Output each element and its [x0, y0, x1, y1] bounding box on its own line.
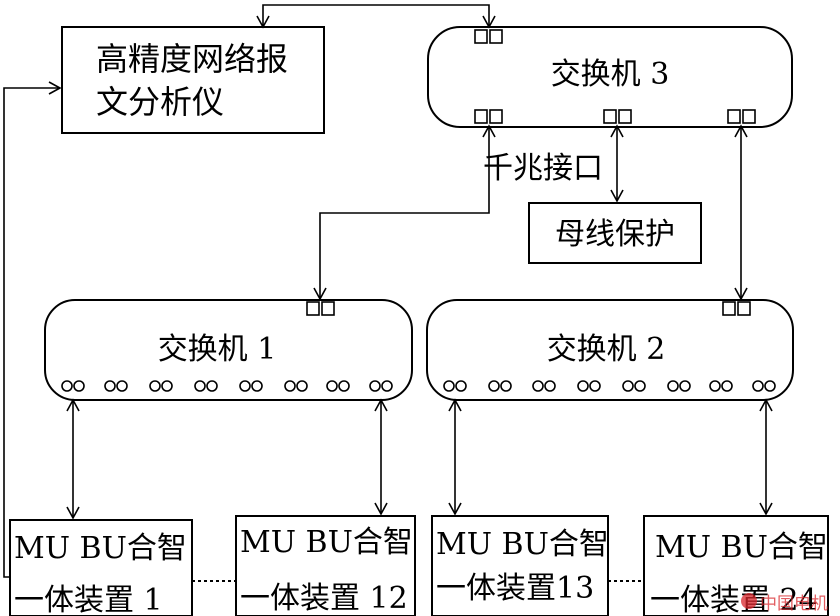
port-icon	[381, 380, 393, 392]
port-icon	[326, 380, 338, 392]
port-icon	[455, 380, 467, 392]
mu-bu-device-24: MU BU合智 一体装置 24	[643, 515, 829, 616]
port-icon	[603, 109, 617, 124]
port-icon	[544, 380, 556, 392]
port-icon	[239, 380, 251, 392]
switch-3-label: 交换机 3	[551, 57, 670, 92]
switch-3: 交换机 3	[427, 26, 793, 128]
switch-2-label: 交换机 2	[547, 332, 666, 367]
port-icon	[488, 380, 500, 392]
port-icon	[618, 109, 632, 124]
port-icon	[206, 380, 218, 392]
switch-1-label: 交换机 1	[158, 332, 277, 367]
port-icon	[577, 380, 589, 392]
switch-2: 交换机 2	[426, 299, 794, 401]
mu-bu-device-12-line2: 一体装置 12	[240, 581, 408, 616]
port-icon	[679, 380, 691, 392]
port-icon	[622, 380, 634, 392]
port-icon	[764, 380, 776, 392]
mu-bu-device-1: MU BU合智 一体装置 1	[9, 519, 193, 616]
port-icon	[251, 380, 263, 392]
network-analyzer: 高精度网络报 文分析仪	[61, 26, 325, 134]
switch-2-ports	[443, 380, 776, 392]
port-icon	[709, 380, 721, 392]
mu-bu-device-12-line1: MU BU合智	[240, 525, 413, 560]
mu-bu-device-1-line1: MU BU合智	[14, 531, 187, 566]
link-device1-analyzer	[3, 81, 62, 578]
port-icon	[443, 380, 455, 392]
switch-1-ports	[61, 380, 393, 392]
watermark-logo: 中国电机	[741, 593, 828, 614]
port-icon	[727, 109, 741, 124]
network-analyzer-label-line1: 高精度网络报	[96, 40, 288, 78]
port-icon	[489, 109, 503, 124]
busbar-protection: 母线保护	[528, 202, 702, 264]
mu-bu-device-12: MU BU合智 一体装置 12	[235, 515, 416, 616]
mu-bu-device-1-line2: 一体装置 1	[14, 583, 163, 616]
network-analyzer-label-line2: 文分析仪	[96, 83, 224, 121]
port-icon	[306, 301, 320, 316]
mu-bu-device-13: MU BU合智 一体装置13	[431, 515, 609, 616]
switch-1: 交换机 1	[44, 299, 413, 401]
mu-bu-device-24-line2: 一体装置 24	[650, 583, 818, 616]
port-icon	[116, 380, 128, 392]
link-switch3-switch1	[313, 124, 496, 301]
port-icon	[61, 380, 73, 392]
logo-icon	[741, 593, 757, 609]
port-icon	[721, 380, 733, 392]
port-icon	[369, 380, 381, 392]
switch-3-ports	[474, 29, 756, 124]
watermark-text: 中国电机	[760, 594, 828, 614]
port-icon	[338, 380, 350, 392]
port-icon	[532, 380, 544, 392]
port-icon	[474, 109, 488, 124]
port-icon	[73, 380, 85, 392]
gigabit-interface-label: 千兆接口	[483, 151, 603, 186]
port-icon	[284, 380, 296, 392]
busbar-protection-label: 母线保护	[555, 217, 675, 252]
port-icon	[737, 301, 751, 316]
port-icon	[104, 380, 116, 392]
port-icon	[161, 380, 173, 392]
port-icon	[149, 380, 161, 392]
port-icon	[667, 380, 679, 392]
mu-bu-device-13-line2: 一体装置13	[436, 571, 594, 606]
mu-bu-device-13-line1: MU BU合智	[436, 527, 609, 562]
port-icon	[742, 109, 756, 124]
port-icon	[500, 380, 512, 392]
port-icon	[474, 29, 488, 44]
port-icon	[589, 380, 601, 392]
port-icon	[634, 380, 646, 392]
port-icon	[722, 301, 736, 316]
port-icon	[489, 29, 503, 44]
port-icon	[194, 380, 206, 392]
port-icon	[321, 301, 335, 316]
link-analyzer-switch3	[256, 4, 496, 29]
port-icon	[752, 380, 764, 392]
port-icon	[296, 380, 308, 392]
mu-bu-device-24-line1: MU BU合智	[655, 530, 828, 565]
